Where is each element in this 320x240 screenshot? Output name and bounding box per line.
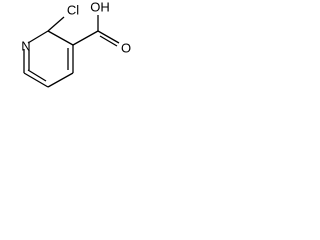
bond-c5-c6-inner <box>27 69 47 82</box>
carbonyl-oxygen-label: O <box>121 40 131 55</box>
bond-n-c2 <box>27 30 49 44</box>
bond-c3-ccooh <box>72 30 99 46</box>
pyridine-ring-bonds <box>23 30 74 88</box>
carboxyl-group-bonds <box>72 15 120 47</box>
bond-c-o-double-b <box>99 35 118 47</box>
chlorine-label: Cl <box>67 2 79 17</box>
nitrogen-label: N <box>21 38 30 53</box>
bond-c5-c6 <box>23 72 49 88</box>
hydroxyl-label: OH <box>90 0 110 14</box>
bond-c-o-double-a <box>97 30 120 44</box>
2-chloronicotinic-acid-structure: N Cl OH O <box>21 0 131 88</box>
bond-c2-c3 <box>47 30 74 46</box>
bond-c2-cl <box>47 16 65 32</box>
bond-c4-c5 <box>47 72 74 88</box>
